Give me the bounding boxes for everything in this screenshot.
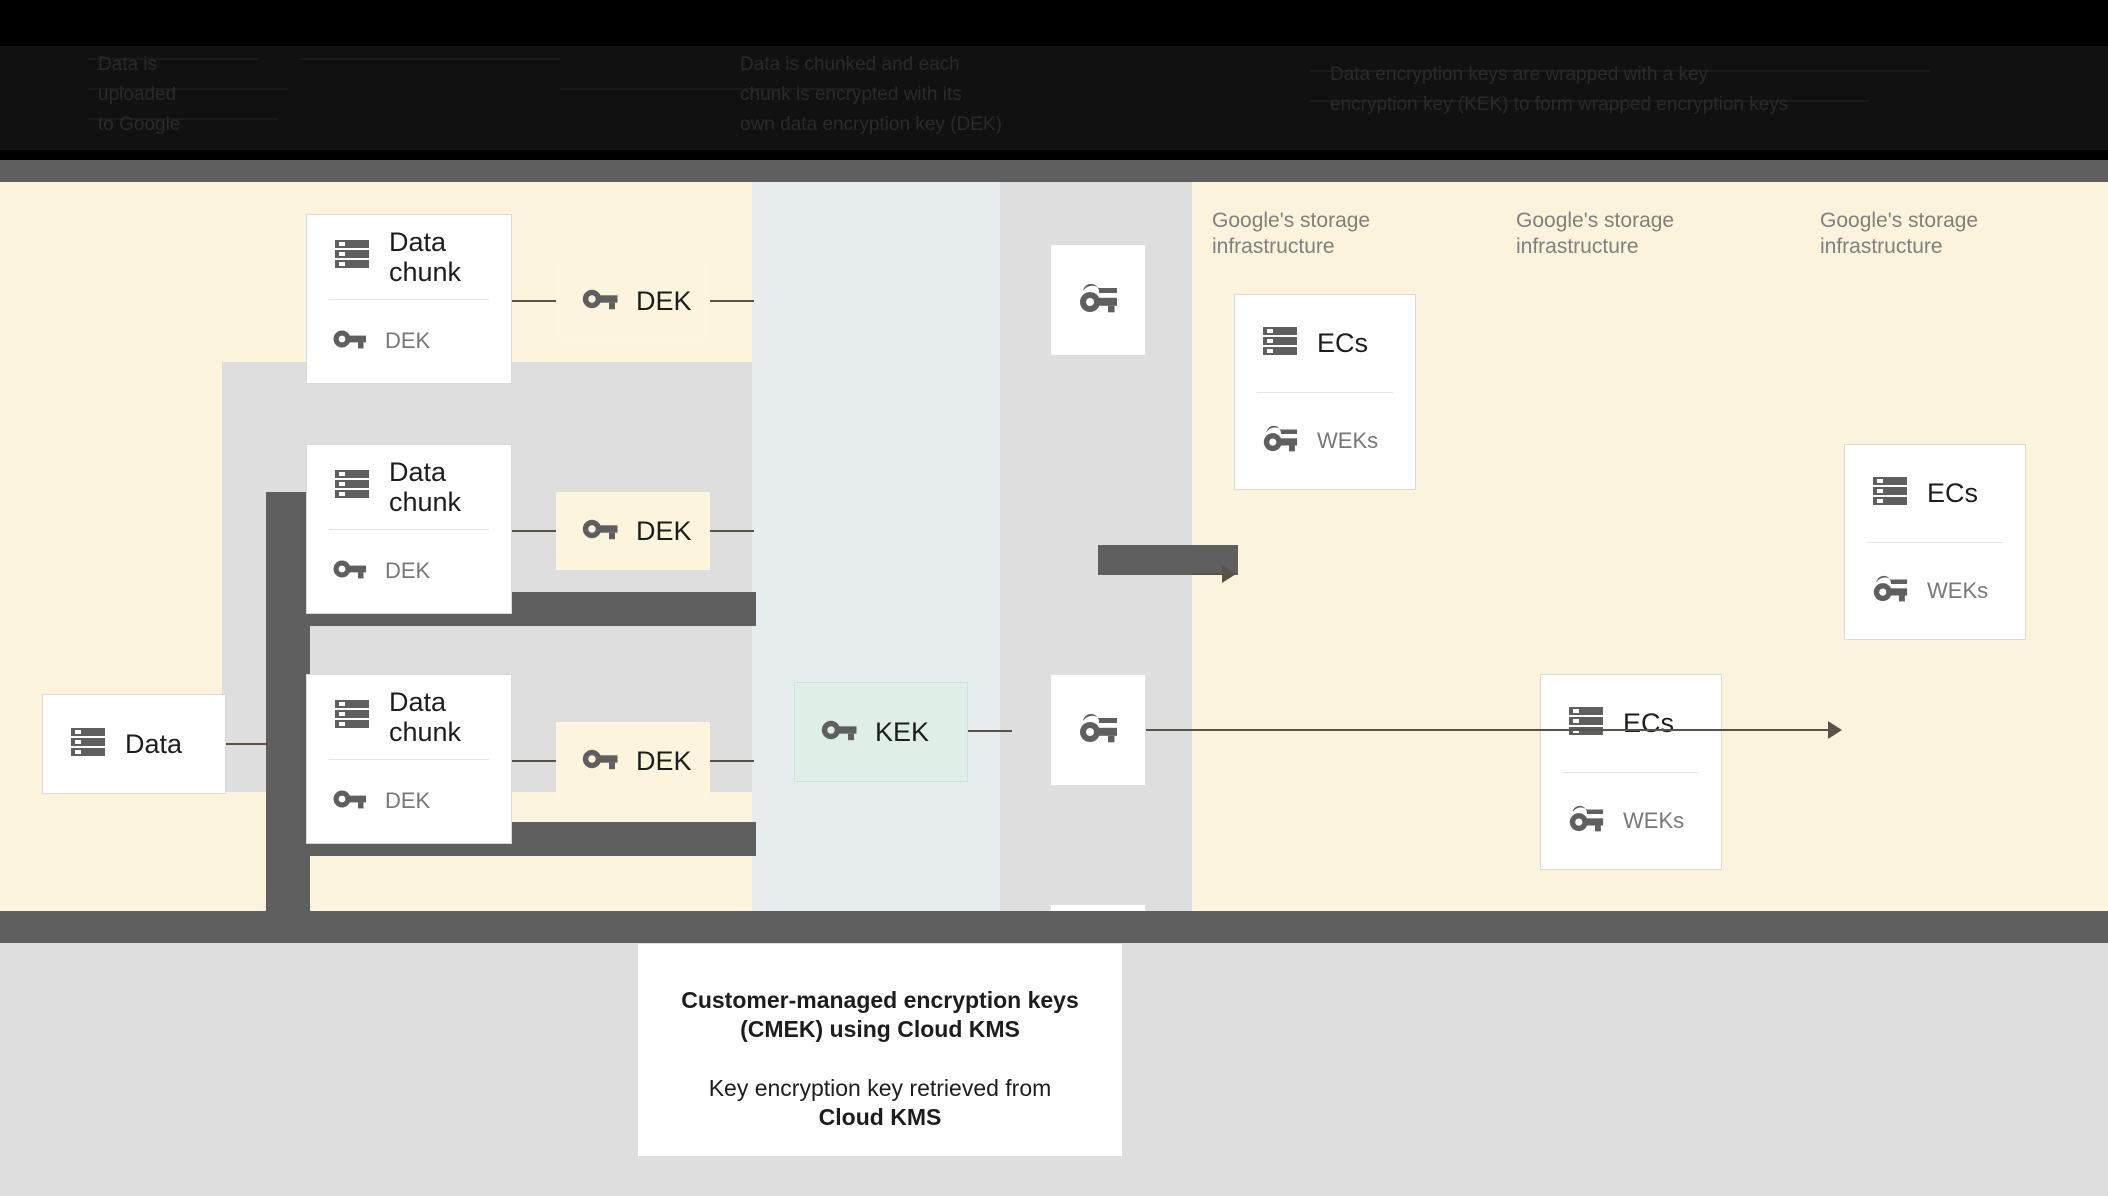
connector-to-storage bbox=[1192, 573, 1234, 575]
data-source-card: Data bbox=[42, 694, 226, 794]
header-line: uploaded bbox=[98, 84, 177, 105]
header-line: Data is chunked and each bbox=[740, 54, 960, 75]
header-line: Data encryption keys are wrapped with a … bbox=[1330, 64, 1709, 85]
card-divider bbox=[1867, 541, 2003, 543]
kek-box: KEK bbox=[794, 682, 968, 782]
header-line: Data is bbox=[98, 54, 158, 75]
key-icon bbox=[333, 557, 367, 586]
infra-label: Google's storage infrastructure bbox=[1212, 209, 1371, 258]
arrow-head-icon bbox=[1828, 721, 1842, 739]
card-divider bbox=[1563, 771, 1699, 773]
connector-dek-out bbox=[710, 300, 754, 302]
card-divider bbox=[329, 528, 489, 530]
storage-icon bbox=[333, 695, 371, 738]
header-column-1: Data is uploaded to Google bbox=[98, 50, 328, 140]
diagram-canvas: Data Data chunk bbox=[0, 182, 2108, 1016]
header-column-3: Data encryption keys are wrapped with a … bbox=[1330, 60, 1970, 120]
arrow-head-icon bbox=[1222, 565, 1236, 583]
dek-box: DEK bbox=[556, 722, 710, 800]
storage-card-title: ECs bbox=[1927, 477, 1979, 508]
key-icon bbox=[333, 327, 367, 356]
connector-dek-out bbox=[710, 760, 754, 762]
header-line: encryption key (KEK) to form wrapped enc… bbox=[1330, 94, 1789, 115]
header-column-2: Data is chunked and each chunk is encryp… bbox=[740, 50, 1040, 140]
header-line: own data encryption key (DEK) bbox=[740, 114, 1002, 135]
key-icon bbox=[582, 286, 618, 317]
caption-body-line-2: Cloud KMS bbox=[818, 1104, 942, 1130]
infra-label: Google's storage infrastructure bbox=[1516, 209, 1675, 258]
caption-body-line-1: Key encryption key retrieved from bbox=[708, 1075, 1052, 1101]
data-source-label: Data bbox=[125, 728, 183, 759]
storage-card-weks: WEKs bbox=[1927, 577, 1989, 603]
double-key-icon bbox=[1261, 425, 1299, 457]
data-chunk-label: Data chunk bbox=[389, 686, 462, 747]
dek-box: DEK bbox=[556, 492, 710, 570]
dek-label: DEK bbox=[636, 745, 692, 776]
connector-chunk-dek bbox=[512, 530, 556, 532]
wrapped-key-box bbox=[1050, 244, 1146, 356]
connector-to-storage bbox=[1146, 729, 1836, 731]
data-chunk-dek-label: DEK bbox=[385, 558, 431, 584]
dek-box: DEK bbox=[556, 262, 710, 340]
data-chunk-card: Data chunk DEK bbox=[306, 674, 512, 844]
caption-title-line-2: (CMEK) using Cloud KMS bbox=[740, 1016, 1020, 1042]
caption-box: Customer-managed encryption keys (CMEK) … bbox=[638, 944, 1122, 1156]
double-key-icon bbox=[1077, 713, 1119, 748]
wrapped-key-box bbox=[1050, 674, 1146, 786]
connector-chunk-dek bbox=[512, 760, 556, 762]
storage-icon bbox=[1261, 322, 1299, 365]
storage-icon bbox=[333, 465, 371, 508]
storage-card: ECs WEKs bbox=[1540, 674, 1722, 870]
data-chunk-card: Data chunk DEK bbox=[306, 444, 512, 614]
key-icon bbox=[582, 746, 618, 777]
card-divider bbox=[329, 758, 489, 760]
double-key-icon bbox=[1871, 575, 1909, 607]
storage-icon bbox=[69, 723, 107, 766]
storage-icon bbox=[333, 235, 371, 278]
footer-separator bbox=[0, 911, 2108, 943]
storage-card-title: ECs bbox=[1317, 327, 1369, 358]
key-icon bbox=[821, 717, 857, 748]
data-chunk-label: Data chunk bbox=[389, 226, 462, 287]
connector-dek-out bbox=[710, 530, 754, 532]
header-band bbox=[0, 46, 2108, 150]
key-icon bbox=[333, 787, 367, 816]
fanout-bracket-spine bbox=[266, 492, 310, 952]
card-divider bbox=[1257, 391, 1393, 393]
header-separator bbox=[0, 160, 2108, 182]
infra-label: Google's storage infrastructure bbox=[1820, 209, 1979, 258]
caption-title-line-1: Customer-managed encryption keys bbox=[681, 987, 1079, 1013]
data-chunk-dek-label: DEK bbox=[385, 788, 431, 814]
storage-icon bbox=[1567, 702, 1605, 745]
connector-data-to-bracket bbox=[226, 743, 268, 745]
storage-card: ECs WEKs bbox=[1234, 294, 1416, 490]
double-key-icon bbox=[1077, 283, 1119, 318]
storage-icon bbox=[1871, 472, 1909, 515]
dek-label: DEK bbox=[636, 515, 692, 546]
storage-card: ECs WEKs bbox=[1844, 444, 2026, 640]
connector-kek-out bbox=[968, 730, 1012, 732]
header-strip: Data is uploaded to Google Data is chunk… bbox=[0, 0, 2108, 160]
key-icon bbox=[582, 516, 618, 547]
card-divider bbox=[329, 298, 489, 300]
kek-label: KEK bbox=[875, 716, 930, 747]
data-chunk-dek-label: DEK bbox=[385, 328, 431, 354]
connector-chunk-dek bbox=[512, 300, 556, 302]
header-line: chunk is encrypted with its bbox=[740, 84, 962, 105]
storage-card-weks: WEKs bbox=[1317, 427, 1379, 453]
header-line: to Google bbox=[98, 114, 181, 135]
data-chunk-card: Data chunk DEK bbox=[306, 214, 512, 384]
storage-card-weks: WEKs bbox=[1623, 807, 1685, 833]
dek-label: DEK bbox=[636, 285, 692, 316]
wek-connector-stub bbox=[1098, 545, 1238, 575]
data-chunk-label: Data chunk bbox=[389, 456, 462, 517]
storage-card-title: ECs bbox=[1623, 707, 1675, 738]
double-key-icon bbox=[1567, 805, 1605, 837]
